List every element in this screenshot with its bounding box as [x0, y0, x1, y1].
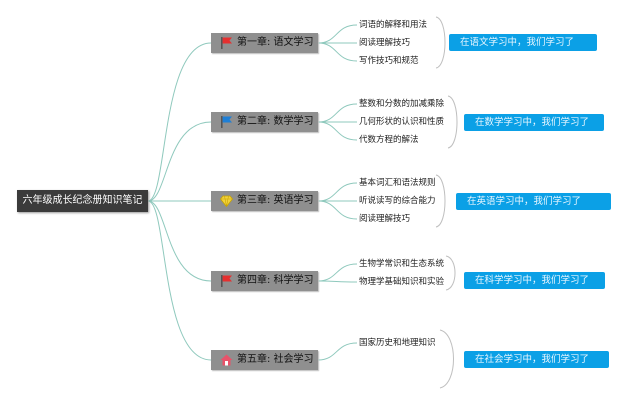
chapter-node-5[interactable]: 第五章: 社会学习 — [211, 350, 318, 370]
topic-item[interactable]: 物理学基础知识和实验 — [359, 277, 445, 287]
topic-item[interactable]: 代数方程的解法 — [359, 135, 419, 145]
topic-item[interactable]: 几何形状的认识和性质 — [359, 117, 445, 127]
gem-icon — [220, 195, 233, 207]
note-box[interactable]: 在语文学习中，我们学习了 — [449, 34, 597, 51]
note-box[interactable]: 在社会学习中，我们学习了 — [464, 351, 609, 368]
root-node[interactable]: 六年级成长纪念册知识笔记 — [17, 190, 148, 212]
topic-item[interactable]: 基本词汇和语法规则 — [359, 178, 436, 188]
chapter-node-4[interactable]: 第四章: 科学学习 — [211, 271, 318, 291]
red-flag-icon — [221, 275, 232, 287]
chapter-label: 第五章: 社会学习 — [237, 354, 314, 365]
chapter-node-1[interactable]: 第一章: 语文学习 — [211, 33, 318, 53]
topic-item[interactable]: 生物学常识和生态系统 — [359, 259, 445, 269]
red-flag-icon — [221, 37, 232, 49]
chapter-label: 第二章: 数学学习 — [237, 116, 314, 127]
topic-item[interactable]: 整数和分数的加减乘除 — [359, 99, 445, 109]
house-icon — [220, 354, 233, 366]
topic-item[interactable]: 国家历史和地理知识 — [359, 338, 436, 348]
note-box[interactable]: 在英语学习中，我们学习了 — [456, 193, 611, 210]
topic-item[interactable]: 阅读理解技巧 — [359, 214, 411, 224]
note-box[interactable]: 在数学学习中，我们学习了 — [464, 114, 604, 131]
topic-item[interactable]: 写作技巧和规范 — [359, 56, 419, 66]
chapter-node-2[interactable]: 第二章: 数学学习 — [211, 112, 318, 132]
chapter-label: 第一章: 语文学习 — [237, 37, 314, 48]
chapter-node-3[interactable]: 第三章: 英语学习 — [211, 191, 318, 211]
topic-item[interactable]: 阅读理解技巧 — [359, 38, 411, 48]
topic-item[interactable]: 听说读写的综合能力 — [359, 196, 436, 206]
topic-item[interactable]: 词语的解释和用法 — [359, 20, 428, 30]
chapter-label: 第四章: 科学学习 — [237, 275, 314, 286]
chapter-label: 第三章: 英语学习 — [237, 195, 314, 206]
note-box[interactable]: 在科学学习中，我们学习了 — [464, 272, 605, 289]
blue-flag-icon — [221, 116, 232, 128]
